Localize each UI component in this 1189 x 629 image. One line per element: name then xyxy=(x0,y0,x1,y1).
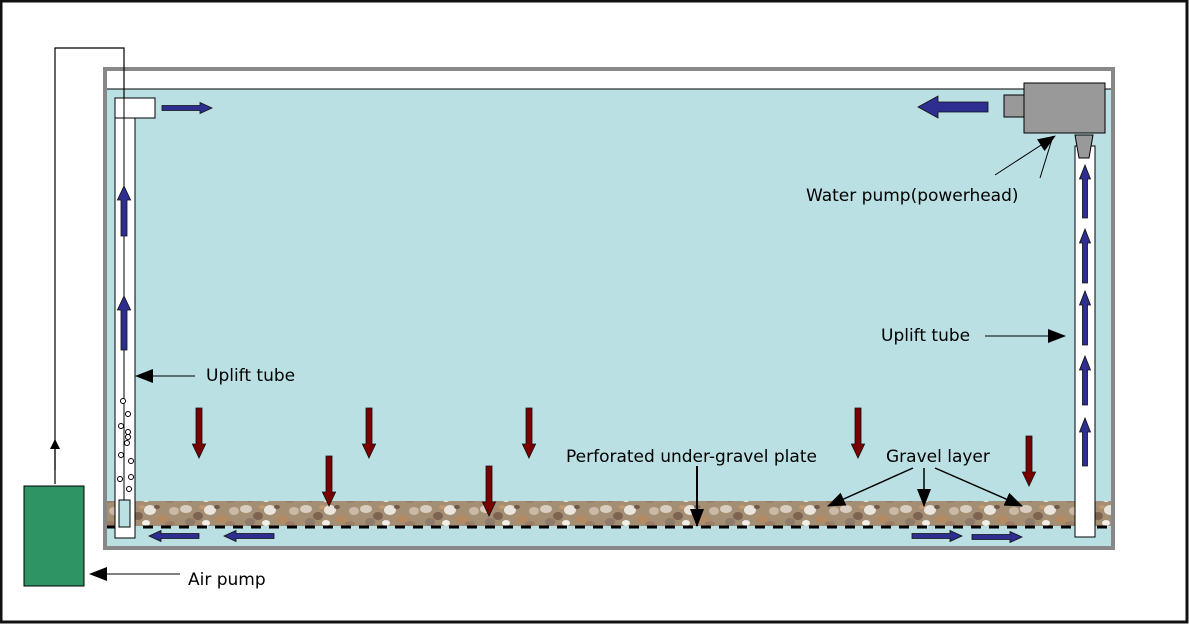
underplate-arrow-right xyxy=(971,530,1023,544)
flow-arrows xyxy=(116,95,1092,544)
right-tube-up-arrow xyxy=(1078,416,1092,467)
perforated-plate-label: Perforated under-gravel plate xyxy=(566,447,817,467)
outflow-arrow-left xyxy=(161,101,213,115)
gravel-layer-label: Gravel layer xyxy=(886,447,990,467)
left-tube-up-arrow xyxy=(116,295,132,351)
water-pump-label: Water pump(powerhead) xyxy=(806,186,1019,206)
uplift-tube-right-label: Uplift tube xyxy=(881,326,970,346)
powerhead-intake xyxy=(1074,134,1094,159)
air-stone xyxy=(118,499,131,528)
gravel-leader-right xyxy=(934,467,1023,507)
uplift-tube-left-label: Uplift tube xyxy=(206,366,295,386)
outflow-arrow-powerhead xyxy=(917,95,989,119)
underplate-arrow-left xyxy=(148,529,200,543)
downflow-arrow xyxy=(521,407,537,459)
water-pump-leader xyxy=(994,135,1056,176)
downflow-arrow xyxy=(1021,435,1037,487)
water xyxy=(107,89,1111,546)
underplate-arrow-right xyxy=(911,529,963,543)
air-pump-label: Air pump xyxy=(188,570,266,590)
right-tube-up-arrow xyxy=(1078,227,1092,284)
downflow-arrows xyxy=(191,407,1037,517)
air-pump xyxy=(23,485,85,587)
downflow-arrow xyxy=(361,407,377,459)
gravel-layer xyxy=(107,501,1111,526)
underplate-arrow-left xyxy=(223,529,275,543)
downflow-arrow xyxy=(321,455,337,507)
gravel-leader-left xyxy=(827,467,914,507)
powerhead xyxy=(1023,82,1106,134)
right-tube-up-arrow xyxy=(1078,354,1092,406)
right-tube-up-arrow xyxy=(1078,163,1092,219)
left-tube-outlet xyxy=(114,97,156,119)
downflow-arrow xyxy=(850,407,866,459)
right-tube-up-arrow xyxy=(1078,289,1092,346)
air-bubbles xyxy=(117,398,134,492)
downflow-arrow xyxy=(481,465,497,517)
downflow-arrow xyxy=(191,407,207,459)
left-tube-up-arrow xyxy=(116,185,132,237)
